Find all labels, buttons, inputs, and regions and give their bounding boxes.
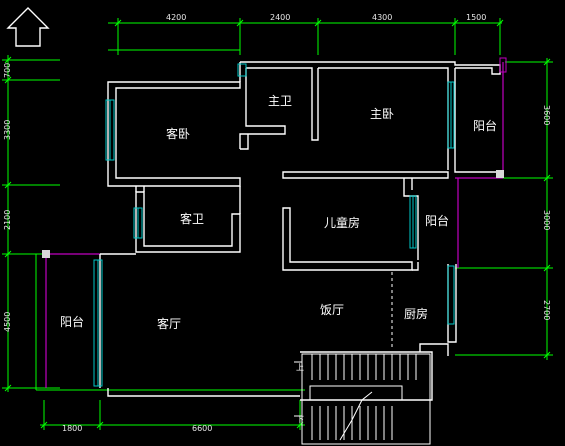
dim-right-2: 3000 bbox=[542, 210, 551, 230]
dimension-labels-right: 3600 3000 2700 bbox=[542, 105, 551, 320]
dim-right-1: 3600 bbox=[542, 105, 551, 125]
dimension-lines bbox=[2, 18, 553, 430]
stair-down-glyph: 下 bbox=[296, 415, 304, 424]
dim-left-1: 700 bbox=[3, 63, 12, 78]
dim-right-3: 2700 bbox=[542, 300, 551, 320]
column-marker-top bbox=[499, 57, 507, 73]
column-marker-right bbox=[496, 170, 504, 178]
dimension-labels-bottom: 1800 6600 bbox=[62, 424, 212, 433]
dim-bottom-1: 1800 bbox=[62, 424, 82, 433]
room-balcony-mid-right: 阳台 bbox=[425, 213, 449, 228]
room-master-bath: 主卫 bbox=[268, 94, 292, 108]
room-kitchen: 厨房 bbox=[404, 306, 428, 321]
room-balcony-left: 阳台 bbox=[60, 314, 84, 329]
dim-top-2: 2400 bbox=[270, 13, 290, 22]
dim-left-3: 2100 bbox=[3, 210, 12, 230]
balcony-edges bbox=[45, 62, 504, 388]
room-kids-room: 儿童房 bbox=[324, 215, 360, 230]
staircase bbox=[294, 353, 431, 445]
walls bbox=[99, 61, 501, 401]
room-guest-bath: 客卫 bbox=[180, 211, 204, 226]
room-living-room: 客厅 bbox=[157, 316, 181, 331]
room-labels: 主卫 主卧 阳台 客卧 客卫 儿童房 阳台 阳台 客厅 饭厅 厨房 bbox=[60, 94, 497, 331]
north-arrow-icon bbox=[6, 7, 50, 47]
column-marker-left bbox=[42, 250, 50, 258]
dimension-labels-top: 4200 2400 4300 1500 bbox=[166, 13, 486, 22]
dim-left-4: 4500 bbox=[3, 312, 12, 332]
dim-bottom-2: 6600 bbox=[192, 424, 212, 433]
dim-top-3: 4300 bbox=[372, 13, 392, 22]
windows bbox=[93, 63, 455, 387]
room-balcony-upper-right: 阳台 bbox=[473, 118, 497, 133]
room-dining-room: 饭厅 bbox=[320, 303, 344, 317]
dimension-labels-left: 700 3300 2100 4500 bbox=[3, 63, 12, 332]
dim-top-4: 1500 bbox=[466, 13, 486, 22]
room-master-bedroom: 主卧 bbox=[370, 107, 394, 121]
stair-up-glyph: 上 bbox=[296, 363, 304, 372]
room-guest-bedroom: 客卧 bbox=[166, 126, 190, 141]
dim-left-2: 3300 bbox=[3, 120, 12, 140]
dim-top-1: 4200 bbox=[166, 13, 186, 22]
